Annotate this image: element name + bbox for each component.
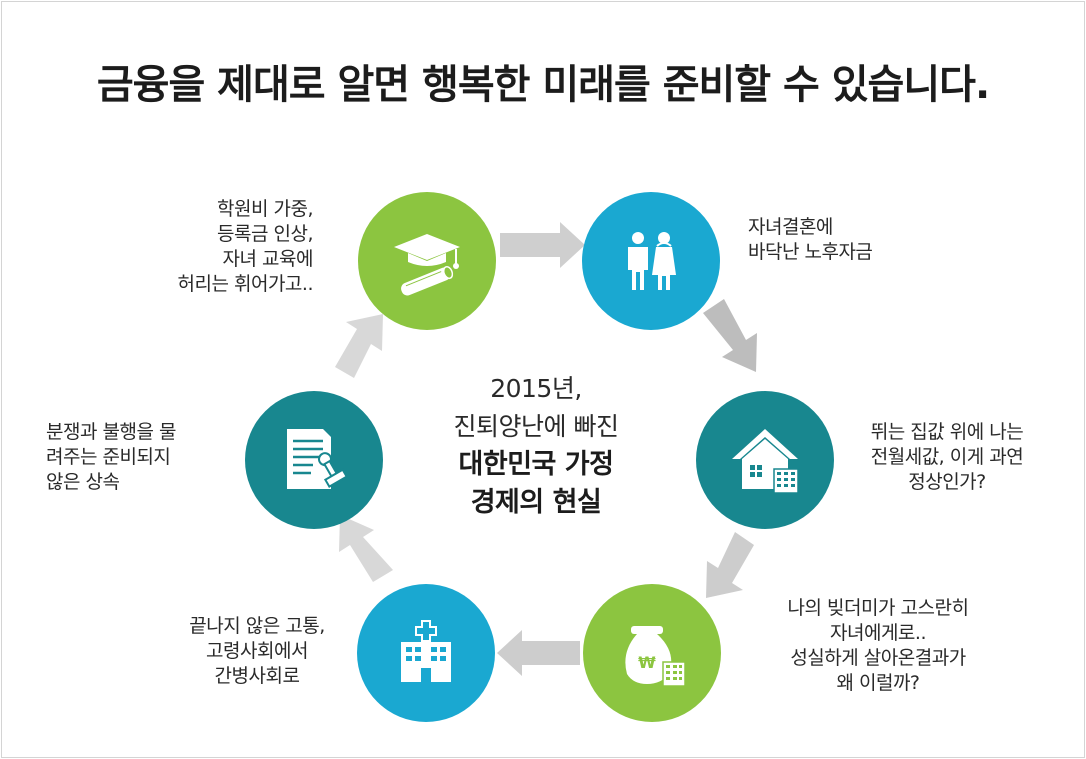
node-housing (696, 391, 834, 529)
money-pouch-icon: ₩ (625, 626, 686, 687)
label-debt: 나의 빚더미가 고스란히 자녀에게로.. 성실하게 살아온결과가 왜 이럴까? (787, 597, 969, 694)
label-housing: 뛰는 집값 위에 나는 전월세값, 이게 과연 정상인가? (870, 421, 1024, 493)
svg-text:₩: ₩ (638, 653, 656, 672)
label-education: 학원비 가중, 등록금 인상, 자녀 교육에 허리는 휘어가고.. (177, 198, 314, 295)
page-title: 금융을 제대로 알면 행복한 미래를 준비할 수 있습니다. (96, 62, 990, 108)
arrow-bottom (497, 630, 580, 676)
label-wedding: 자녀결혼에 바닥난 노후자금 (748, 216, 873, 263)
arrow-left-lower (339, 515, 393, 582)
arrow-left-upper (335, 314, 383, 378)
arrow-right-upper (703, 299, 757, 372)
center-line-3: 대한민국 가정 (458, 449, 614, 480)
graduation-cap-icon (394, 234, 460, 296)
node-education (358, 192, 496, 330)
arrow-right-lower (706, 532, 754, 598)
arrow-top (500, 222, 585, 268)
node-inheritance (245, 391, 383, 529)
node-care (357, 584, 495, 722)
node-debt: ₩ (583, 584, 721, 722)
house-icon (732, 429, 799, 494)
center-line-1: 2015년, (490, 374, 582, 403)
label-care: 끝나지 않은 고통, 고령사회에서 간병사회로 (189, 615, 325, 687)
center-line-2: 진퇴양난에 빠진 (453, 412, 619, 441)
node-wedding (582, 192, 720, 330)
wedding-couple-icon (628, 232, 676, 290)
center-line-4: 경제의 현실 (470, 487, 602, 518)
center-text: 2015년, 진퇴양난에 빠진 대한민국 가정 경제의 현실 (396, 370, 676, 522)
document-stamp-icon (287, 429, 349, 489)
label-inheritance: 분쟁과 불행을 물 려주는 준비되지 않은 상속 (46, 421, 176, 493)
hospital-icon (401, 620, 451, 682)
